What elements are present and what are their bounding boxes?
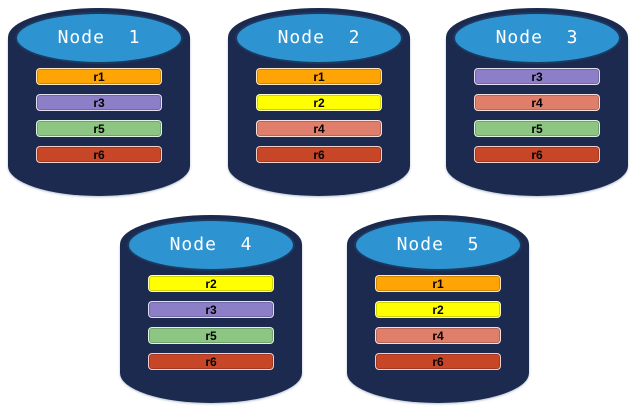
replica-bar-r3: r3 <box>474 68 600 85</box>
replica-bar-r5: r5 <box>36 120 162 137</box>
cylinder-top-face: Node 5 <box>354 219 522 271</box>
cylinder-top-face: Node 1 <box>15 12 183 64</box>
replica-bar-r3: r3 <box>36 94 162 111</box>
node-label: Node 1 <box>57 26 141 48</box>
replica-bar-r5: r5 <box>474 120 600 137</box>
replica-bar-r3: r3 <box>148 301 274 318</box>
replica-bar-r5: r5 <box>148 327 274 344</box>
db-node-3: Node 3 r3 r4 r5 r6 <box>446 8 628 196</box>
replica-list: r2 r3 r5 r6 <box>148 275 274 370</box>
replica-list: r1 r2 r4 r6 <box>375 275 501 370</box>
replica-bar-r6: r6 <box>474 146 600 163</box>
replica-list: r1 r3 r5 r6 <box>36 68 162 163</box>
replica-bar-r4: r4 <box>474 94 600 111</box>
replica-bar-r2: r2 <box>148 275 274 292</box>
node-label: Node 2 <box>277 26 361 48</box>
cylinder-top-face: Node 4 <box>127 219 295 271</box>
node-label: Node 5 <box>396 233 480 255</box>
db-node-2: Node 2 r1 r2 r4 r6 <box>228 8 410 196</box>
replica-list: r1 r2 r4 r6 <box>256 68 382 163</box>
replica-bar-r4: r4 <box>375 327 501 344</box>
replica-bar-r1: r1 <box>375 275 501 292</box>
cylinder-top-face: Node 2 <box>235 12 403 64</box>
replica-bar-r2: r2 <box>375 301 501 318</box>
replica-bar-r4: r4 <box>256 120 382 137</box>
replica-bar-r1: r1 <box>36 68 162 85</box>
replica-bar-r6: r6 <box>36 146 162 163</box>
replica-bar-r1: r1 <box>256 68 382 85</box>
node-label: Node 4 <box>169 233 253 255</box>
replica-list: r3 r4 r5 r6 <box>474 68 600 163</box>
db-node-1: Node 1 r1 r3 r5 r6 <box>8 8 190 196</box>
replica-bar-r2: r2 <box>256 94 382 111</box>
cylinder-top-face: Node 3 <box>453 12 621 64</box>
db-node-5: Node 5 r1 r2 r4 r6 <box>347 215 529 403</box>
replica-bar-r6: r6 <box>256 146 382 163</box>
node-label: Node 3 <box>495 26 579 48</box>
replica-bar-r6: r6 <box>375 353 501 370</box>
db-node-4: Node 4 r2 r3 r5 r6 <box>120 215 302 403</box>
replica-bar-r6: r6 <box>148 353 274 370</box>
